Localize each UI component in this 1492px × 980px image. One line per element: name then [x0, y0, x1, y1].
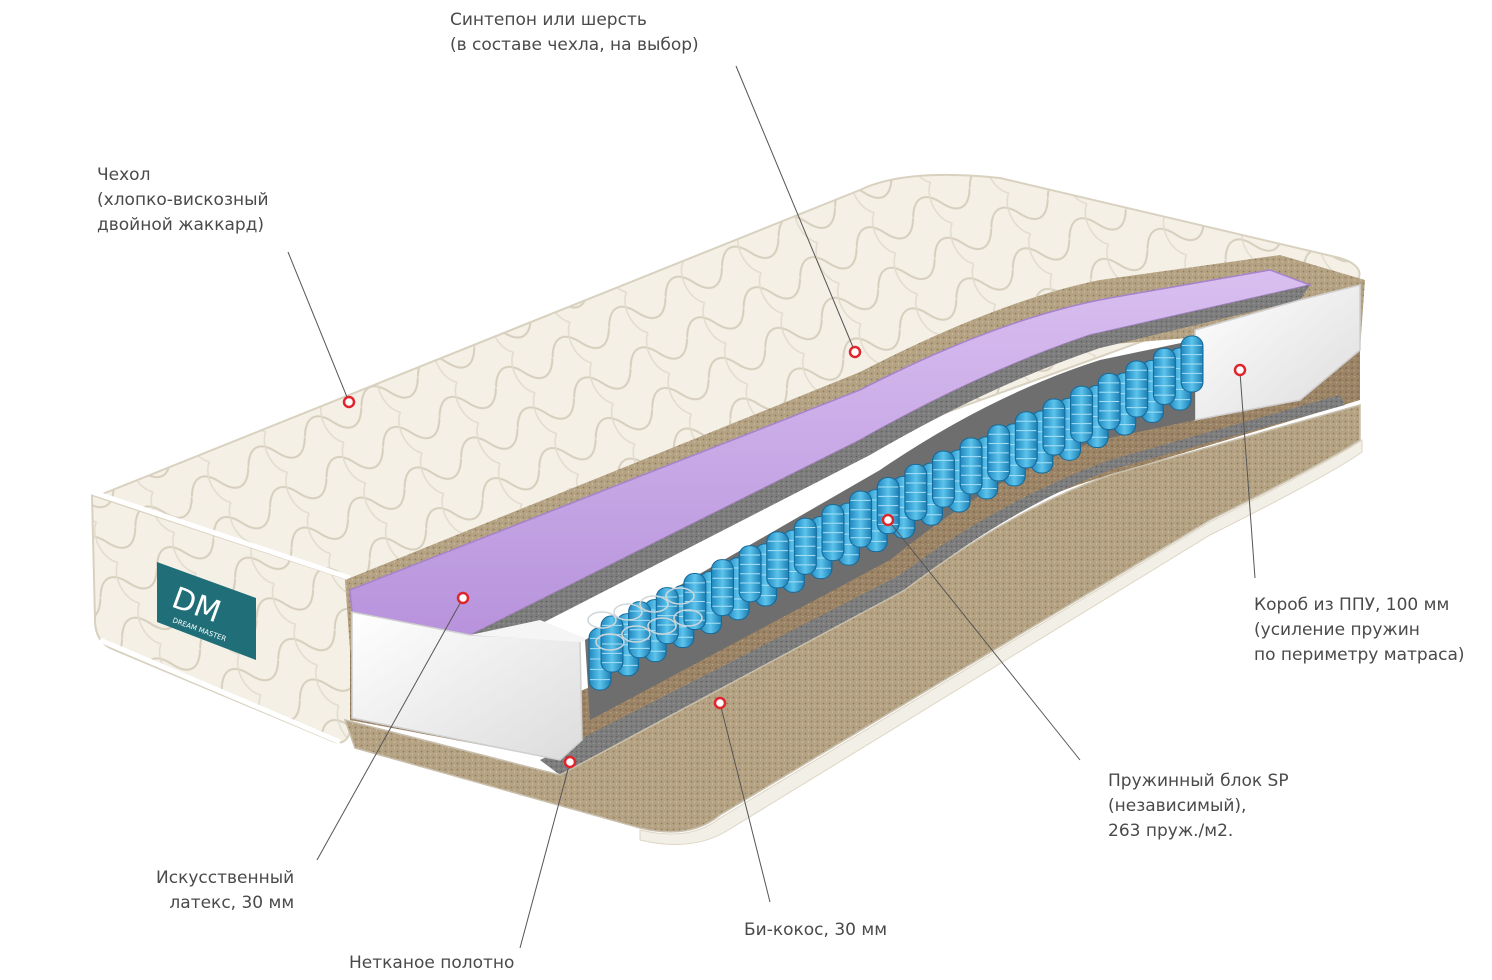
marker-spring-block	[883, 515, 893, 525]
callout-line: Искусственный	[156, 866, 294, 891]
callout-line: (в составе чехла, на выбор)	[450, 33, 699, 58]
marker-nonwoven	[565, 757, 575, 767]
marker-synthepon	[850, 347, 860, 357]
callout-line: Синтепон или шерсть	[450, 8, 699, 33]
callout-line: по периметру матраса)	[1254, 643, 1465, 668]
marker-cover	[344, 397, 354, 407]
marker-coco	[715, 698, 725, 708]
callout-nonwoven: Нетканое полотно	[349, 951, 514, 976]
callout-line: (усиление пружин	[1254, 618, 1465, 643]
callout-line: (хлопко-вискозный	[97, 188, 269, 213]
callout-line: Би-кокос, 30 мм	[744, 918, 887, 943]
callout-line: 263 пруж./м2.	[1108, 819, 1289, 844]
callout-line: двойной жаккард)	[97, 213, 269, 238]
callout-line: Короб из ППУ, 100 мм	[1254, 593, 1465, 618]
callout-spring-block: Пружинный блок SP (независимый), 263 пру…	[1108, 769, 1289, 844]
marker-ppu-box	[1235, 365, 1245, 375]
callout-line: Нетканое полотно	[349, 951, 514, 976]
callout-line: (независимый),	[1108, 794, 1289, 819]
callout-cover: Чехол (хлопко-вискозный двойной жаккард)	[97, 163, 269, 238]
callout-line: Пружинный блок SP	[1108, 769, 1289, 794]
callout-synthepon: Синтепон или шерсть (в составе чехла, на…	[450, 8, 699, 58]
callout-latex: Искусственный латекс, 30 мм	[156, 866, 294, 916]
callout-line: Чехол	[97, 163, 269, 188]
callout-line: латекс, 30 мм	[156, 891, 294, 916]
marker-latex	[458, 593, 468, 603]
callout-ppu-box: Короб из ППУ, 100 мм (усиление пружин по…	[1254, 593, 1465, 668]
callout-coco: Би-кокос, 30 мм	[744, 918, 887, 943]
